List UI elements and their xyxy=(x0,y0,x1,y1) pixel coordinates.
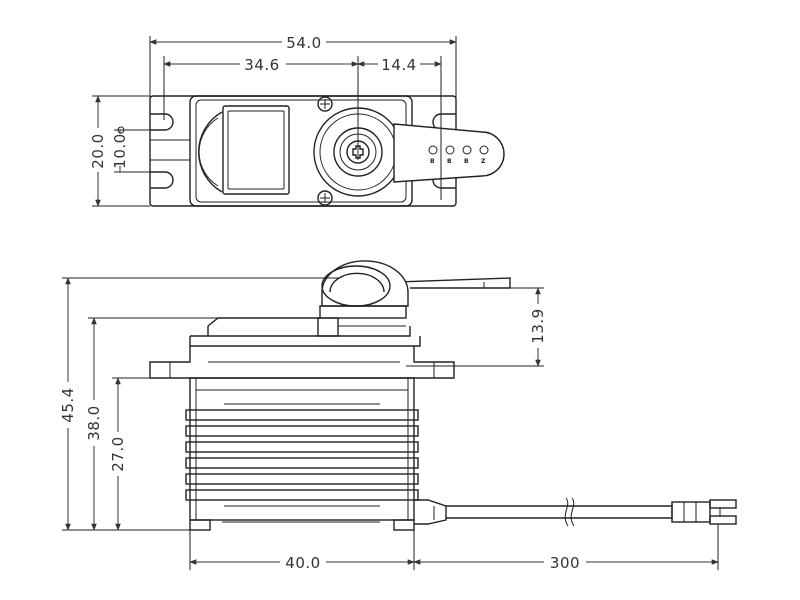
dim-label-14-4: 14.4 xyxy=(381,56,416,74)
dim-label-300: 300 xyxy=(550,554,580,572)
dim-case-to-shaft: 34.6 xyxy=(163,56,359,74)
dim-overall-height: 45.4 xyxy=(59,277,77,531)
dim-label-13-9: 13.9 xyxy=(529,308,547,343)
dim-body-width: 40.0 xyxy=(189,554,415,572)
side-top-cap xyxy=(207,317,320,327)
horn-hole-label: B xyxy=(447,158,452,165)
side-foot-right xyxy=(393,519,415,531)
horn-screw-cross xyxy=(352,145,364,159)
horn-hole-label: B xyxy=(430,158,435,165)
cable-lead xyxy=(446,505,673,519)
side-view: 45.4 38.0 27.0 13.9 40.0 xyxy=(59,260,737,572)
dim-lead-length: 300 xyxy=(413,554,719,572)
dim-label-20: 20.0 xyxy=(89,133,107,168)
dim-label-45-4: 45.4 xyxy=(59,387,77,422)
dim-spline-height: 13.9 xyxy=(529,287,547,367)
top-view: B B B Z 54.0 34.6 14.4 xyxy=(89,34,505,207)
side-horn-hub xyxy=(321,260,409,307)
dim-label-54: 54.0 xyxy=(286,34,321,52)
screw-bottom xyxy=(317,190,333,206)
dim-overall-width: 54.0 xyxy=(149,34,457,52)
dim-label-10: 10.0 xyxy=(111,133,129,168)
side-spline xyxy=(319,305,407,319)
dim-label-34-6: 34.6 xyxy=(244,56,279,74)
side-case-body xyxy=(189,377,415,521)
horn-hole-label: Z xyxy=(481,158,486,165)
left-mount-slots xyxy=(150,113,190,189)
horn-holes: B B B Z xyxy=(428,145,489,165)
dim-hole-spacing: 10.0 xyxy=(111,126,150,173)
cable-relief xyxy=(414,499,447,525)
dim-label-40: 40.0 xyxy=(285,554,320,572)
dim-height-20: 20.0 xyxy=(89,95,150,207)
dim-mount-height: 27.0 xyxy=(109,377,127,531)
screw-top xyxy=(317,96,333,112)
horn-hole-label: B xyxy=(464,158,469,165)
servo-horn-arm xyxy=(393,123,505,183)
label-window xyxy=(222,105,290,195)
dim-label-27: 27.0 xyxy=(109,436,127,471)
lead-connector xyxy=(671,499,737,525)
dim-label-38: 38.0 xyxy=(85,405,103,440)
dim-body-height: 38.0 xyxy=(85,317,103,531)
dim-shaft-to-mount: 14.4 xyxy=(357,56,442,74)
cooling-fins xyxy=(185,403,419,507)
side-foot-left xyxy=(189,519,211,531)
side-horn-arm xyxy=(339,277,511,289)
